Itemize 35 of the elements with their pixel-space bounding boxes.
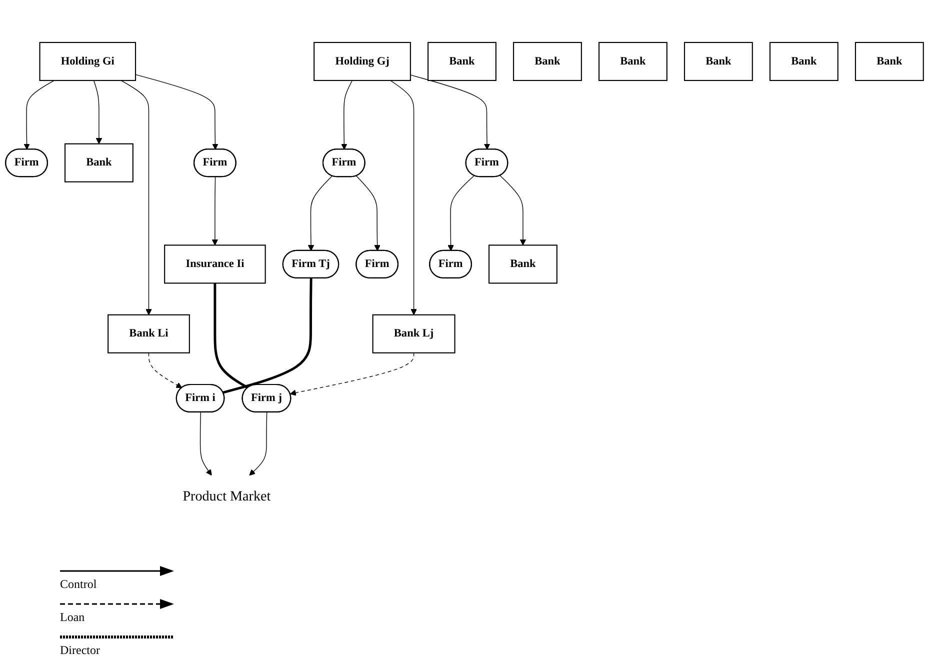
node-box: Bank bbox=[64, 143, 134, 182]
arrow bbox=[356, 176, 380, 252]
node-box: Holding Gj bbox=[314, 42, 411, 81]
arrow bbox=[24, 80, 55, 150]
connector bbox=[214, 283, 249, 389]
arrow bbox=[135, 74, 218, 150]
node-box: Bank bbox=[769, 42, 838, 81]
node-box: Bank bbox=[684, 42, 753, 81]
arrow bbox=[93, 80, 102, 144]
arrow bbox=[148, 352, 182, 388]
arrow bbox=[341, 80, 353, 150]
node-box: Bank bbox=[488, 244, 558, 284]
node-box: Bank Li bbox=[108, 314, 190, 354]
arrow bbox=[308, 176, 332, 252]
arrow bbox=[200, 412, 212, 476]
node-box: Bank Lj bbox=[372, 314, 456, 354]
arrow bbox=[120, 80, 152, 316]
node-box: Holding Gi bbox=[39, 42, 136, 81]
node-box: Insurance Ii bbox=[164, 244, 266, 284]
arrow bbox=[410, 74, 490, 150]
node-box: Bank bbox=[513, 42, 582, 81]
legend-label: Control bbox=[60, 577, 98, 592]
arrow bbox=[500, 175, 526, 246]
node-box: Bank bbox=[854, 42, 924, 81]
arrow bbox=[212, 176, 218, 246]
node-box: Bank bbox=[598, 42, 668, 81]
arrow bbox=[390, 80, 417, 316]
node-text: Product Market bbox=[182, 488, 271, 504]
node-box: Bank bbox=[428, 42, 496, 81]
arrow bbox=[448, 175, 474, 252]
arrow bbox=[290, 352, 414, 396]
connector bbox=[222, 278, 312, 394]
legend-label: Loan bbox=[60, 610, 86, 625]
arrow bbox=[249, 412, 268, 476]
legend-label: Director bbox=[60, 643, 101, 658]
